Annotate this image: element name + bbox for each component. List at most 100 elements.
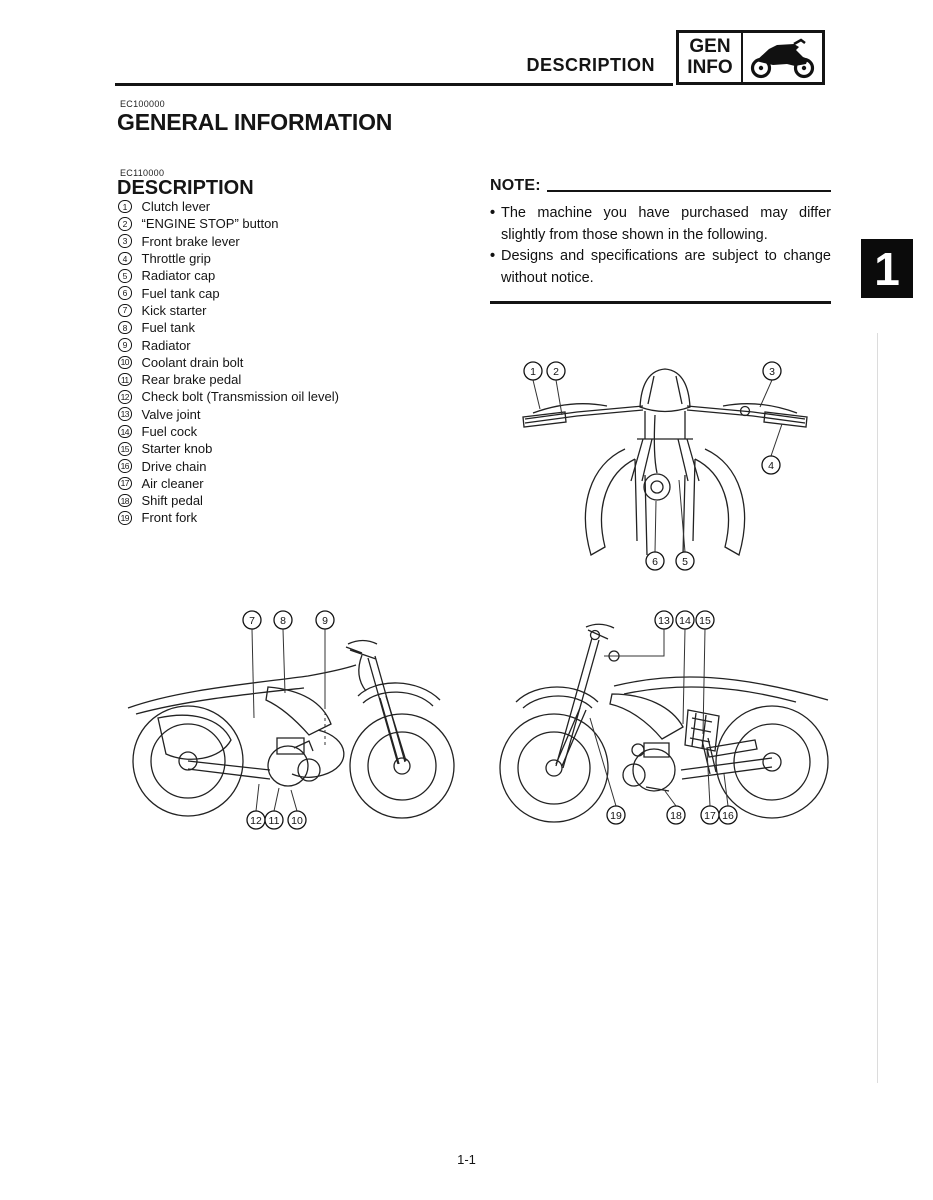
gen-info-label: GEN INFO — [679, 33, 743, 82]
item-number-badge: 15 — [118, 442, 132, 456]
item-number-badge: 3 — [118, 234, 132, 248]
item-label: Rear brake pedal — [141, 372, 242, 388]
figure-side-view-right-facing: 7 8 9 12 11 10 — [118, 598, 460, 845]
item-number-badge: 7 — [118, 303, 132, 318]
item-number-badge: 10 — [118, 355, 132, 370]
front-view-line-art — [522, 368, 808, 556]
item-label: Radiator — [141, 337, 191, 353]
svg-text:5: 5 — [682, 556, 688, 568]
page-header-title: DESCRIPTION — [526, 55, 655, 75]
item-number-badge: 19 — [118, 511, 132, 525]
side-view-line-art — [127, 639, 455, 819]
svg-text:16: 16 — [722, 810, 734, 822]
note-block: NOTE: The machine you have purchased may… — [490, 177, 831, 304]
figure-side-view-left-facing: 13 14 15 19 18 17 16 — [496, 598, 840, 845]
svg-text:11: 11 — [269, 815, 280, 827]
parts-list-item: 6 Fuel tank cap — [118, 284, 339, 301]
svg-text:13: 13 — [658, 615, 670, 627]
svg-text:14: 14 — [679, 615, 691, 627]
svg-text:12: 12 — [250, 815, 262, 827]
item-label: Valve joint — [141, 406, 201, 422]
callout-marker: 13 — [654, 610, 674, 630]
callout-marker: 18 — [666, 805, 686, 825]
note-bottom-rule — [490, 301, 831, 304]
callout-markers: 7 8 9 12 11 10 — [242, 610, 335, 830]
parts-list-item: 10 Coolant drain bolt — [118, 354, 339, 371]
callout-marker: 15 — [695, 610, 715, 630]
gen-info-line2: INFO — [687, 56, 733, 78]
callout-marker: 14 — [675, 610, 695, 630]
svg-text:7: 7 — [249, 615, 255, 627]
note-title: NOTE: — [490, 177, 541, 194]
motorcycle-icon — [743, 33, 822, 82]
chapter-number-tab: 1 — [861, 239, 913, 298]
svg-text:9: 9 — [322, 615, 328, 627]
item-number-badge: 8 — [118, 320, 132, 335]
leader-lines — [589, 628, 729, 807]
header-rule — [115, 83, 673, 86]
parts-list-item: 2 “ENGINE STOP” button — [118, 215, 339, 232]
leader-lines — [251, 628, 326, 812]
parts-list-item: 9 Radiator — [118, 336, 339, 353]
gen-info-line1: GEN — [689, 35, 731, 57]
gen-info-tab-box: GEN INFO — [676, 30, 825, 85]
callout-marker: 17 — [700, 805, 720, 825]
subsection-code: EC110000 — [120, 168, 165, 178]
note-title-rule — [546, 189, 831, 192]
item-number-badge: 13 — [118, 407, 132, 421]
parts-list-item: 8 Fuel tank — [118, 319, 339, 336]
callout-marker: 7 — [242, 610, 262, 630]
item-label: Coolant drain bolt — [141, 354, 244, 370]
subsection-title: DESCRIPTION — [117, 177, 254, 199]
figure-handlebar-front-view: 1 2 3 4 6 5 — [495, 355, 835, 580]
item-number-badge: 11 — [118, 372, 132, 387]
item-label: Radiator cap — [141, 268, 216, 284]
item-number-badge: 9 — [118, 338, 132, 352]
item-label: Fuel tank cap — [141, 285, 220, 301]
parts-list-item: 17 Air cleaner — [118, 475, 339, 492]
svg-text:10: 10 — [291, 815, 303, 827]
parts-list-item: 11 Rear brake pedal — [118, 371, 339, 388]
parts-list-item: 13 Valve joint — [118, 406, 339, 423]
section-code: EC100000 — [120, 99, 165, 109]
callout-markers: 13 14 15 19 18 17 16 — [606, 610, 738, 825]
item-number-badge: 6 — [118, 286, 132, 300]
item-label: Starter knob — [141, 441, 213, 457]
callout-marker: 10 — [287, 810, 307, 830]
svg-text:19: 19 — [610, 810, 622, 822]
parts-list-item: 5 Radiator cap — [118, 267, 339, 284]
svg-text:3: 3 — [769, 366, 775, 378]
note-item: Designs and specifications are subject t… — [490, 246, 831, 289]
callout-marker: 16 — [718, 805, 738, 825]
item-number-badge: 5 — [118, 269, 132, 283]
callout-marker: 11 — [264, 810, 284, 830]
item-label: Fuel tank — [141, 320, 195, 336]
page-number: 1-1 — [457, 1152, 476, 1167]
svg-text:15: 15 — [699, 615, 711, 627]
item-number-badge: 17 — [118, 476, 132, 491]
item-number-badge: 2 — [118, 217, 132, 231]
callout-marker: 19 — [606, 805, 626, 825]
callout-markers: 1 2 3 4 6 5 — [523, 361, 782, 571]
callout-marker: 2 — [546, 361, 566, 381]
item-label: Fuel cock — [141, 424, 198, 439]
item-number-badge: 16 — [118, 459, 132, 473]
item-label: “ENGINE STOP” button — [141, 216, 279, 232]
item-label: Throttle grip — [141, 251, 211, 267]
leader-lines — [532, 379, 783, 553]
svg-text:6: 6 — [652, 556, 658, 568]
item-label: Air cleaner — [141, 475, 204, 491]
callout-marker: 12 — [246, 810, 266, 830]
section-title: GENERAL INFORMATION — [117, 109, 393, 135]
callout-marker: 9 — [315, 610, 335, 630]
callout-marker: 8 — [273, 610, 293, 630]
item-label: Shift pedal — [141, 493, 203, 509]
